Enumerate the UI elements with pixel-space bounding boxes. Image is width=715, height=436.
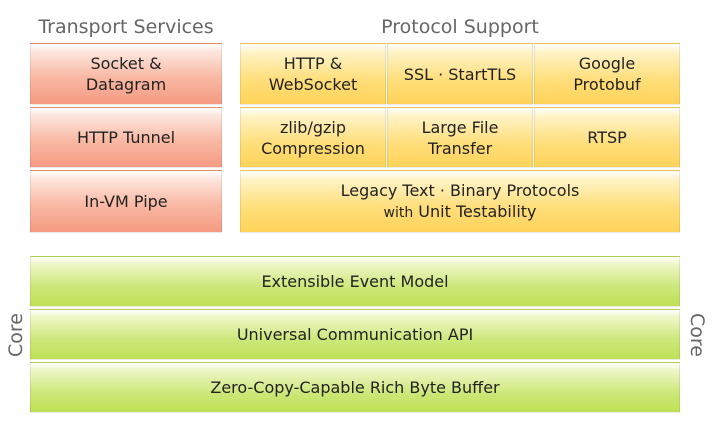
ssl-starttls-label: SSL · StartTLS — [403, 64, 517, 84]
extensible-event-model-label: Extensible Event Model — [261, 272, 449, 291]
legacy-protocols-line1: Legacy Text · Binary Protocols — [340, 180, 580, 200]
in-vm-pipe-label: In-VM Pipe — [84, 192, 168, 211]
rtsp-box: RTSP — [534, 107, 680, 168]
legacy-unit-testability: Unit Testability — [418, 201, 537, 221]
socket-datagram-line1: Socket & — [90, 54, 162, 73]
http-tunnel-box: HTTP Tunnel — [30, 107, 222, 168]
google-protobuf-box: Google Protobuf — [534, 43, 680, 105]
http-websocket-line1: HTTP & — [283, 54, 343, 73]
zero-copy-byte-buffer-label: Zero-Copy-Capable Rich Byte Buffer — [210, 378, 500, 397]
zero-copy-byte-buffer-box: Zero-Copy-Capable Rich Byte Buffer — [30, 362, 680, 413]
universal-communication-api-label: Universal Communication API — [236, 325, 474, 344]
legacy-with-word: with — [383, 204, 414, 221]
large-file-transfer-box: Large File Transfer — [387, 107, 533, 168]
core-label-right: Core — [686, 313, 708, 357]
http-websocket-box: HTTP & WebSocket — [240, 43, 386, 105]
protocol-support-header: Protocol Support — [381, 16, 539, 38]
google-protobuf-line1: Google — [578, 54, 636, 73]
large-file-transfer-line1: Large File — [421, 117, 499, 137]
large-file-transfer-line2: Transfer — [427, 138, 493, 158]
socket-datagram-box: Socket & Datagram — [30, 43, 222, 105]
zlib-compression-line1: zlib/gzip — [280, 117, 346, 137]
google-protobuf-line2: Protobuf — [573, 75, 641, 94]
http-websocket-line2: WebSocket — [268, 75, 358, 94]
legacy-protocols-box: Legacy Text · Binary Protocols with Unit… — [240, 170, 680, 233]
legacy-protocols-line2: with Unit Testability — [384, 201, 537, 224]
extensible-event-model-box: Extensible Event Model — [30, 256, 680, 307]
zlib-compression-line2: Compression — [261, 138, 365, 158]
http-tunnel-label: HTTP Tunnel — [76, 128, 176, 147]
socket-datagram-line2: Datagram — [85, 75, 167, 94]
transport-services-header: Transport Services — [38, 16, 214, 38]
core-label-left: Core — [5, 313, 27, 357]
ssl-starttls-box: SSL · StartTLS — [387, 43, 533, 105]
rtsp-label: RTSP — [587, 128, 627, 147]
universal-communication-api-box: Universal Communication API — [30, 309, 680, 360]
in-vm-pipe-box: In-VM Pipe — [30, 170, 222, 233]
zlib-compression-box: zlib/gzip Compression — [240, 107, 386, 168]
